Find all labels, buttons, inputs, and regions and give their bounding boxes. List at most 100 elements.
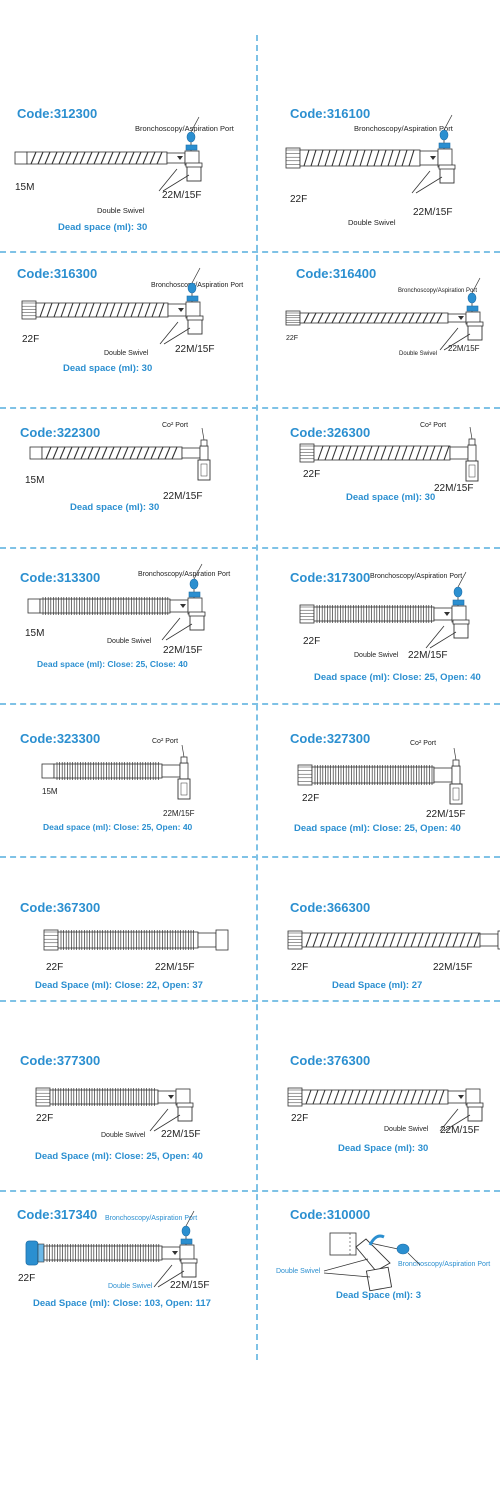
product-card: Code:322300 Co² Port 15M 22M/15F Dead sp… xyxy=(0,422,246,540)
port-label: Bronchoscopy/Aspiration Port xyxy=(151,282,244,289)
left-end-label: 22F xyxy=(303,469,321,480)
left-end-label: 22F xyxy=(18,1273,36,1284)
left-end-label: 22F xyxy=(46,962,64,973)
product-card: Code:316100 Bronchoscopy/Aspiration Port… xyxy=(258,106,500,246)
tube-drawing xyxy=(287,1087,484,1132)
left-end-label: 22F xyxy=(290,194,308,205)
product-code: Code:312300 xyxy=(17,106,98,121)
swivel-label: Double Swivel xyxy=(101,1132,146,1139)
port-label: Co² Port xyxy=(420,422,447,429)
row-divider xyxy=(0,407,500,409)
product-code: Code:367300 xyxy=(20,900,101,915)
product-card: Code:317300 Bronchoscopy/Aspiration Port… xyxy=(258,570,500,690)
port-label: Co² Port xyxy=(162,422,189,429)
product-card: Code:376300 22F 22M/15F Double Swivel De… xyxy=(258,1053,500,1183)
swivel-label: Double Swivel xyxy=(108,1283,153,1290)
dead-space: Dead space (ml): 30 xyxy=(58,222,148,233)
swivel-label: Double Swivel xyxy=(384,1126,429,1133)
dead-space: Dead Space (ml): Close: 25, Open: 40 xyxy=(35,1151,203,1162)
left-end-label: 15M xyxy=(25,628,45,639)
swivel-label: Double Swivel xyxy=(348,218,396,227)
tube-drawing xyxy=(299,571,470,649)
left-end-label: 22F xyxy=(303,636,321,647)
right-end-label: 22M/15F xyxy=(175,344,215,355)
left-end-label: 22F xyxy=(286,335,299,342)
dead-space: Dead space (ml): Close: 25, Open: 40 xyxy=(294,823,461,834)
product-card: Code:310000 Bronchoscopy/Aspiration Port… xyxy=(258,1207,500,1347)
product-card: Code:377300 22F 22M/15F Double Swivel De… xyxy=(0,1053,246,1183)
tube-drawing xyxy=(285,114,456,194)
port-label: Bronchoscopy/Aspiration Port xyxy=(398,288,478,294)
dead-space: Dead space (ml): Close: 25, Open: 40 xyxy=(314,672,481,683)
product-code: Code:316100 xyxy=(290,106,371,121)
product-card: Code:313300 Bronchoscopy/Aspiration Port… xyxy=(0,563,246,690)
port-label: Bronchoscopy/Aspiration Port xyxy=(398,1261,491,1268)
dead-space: Dead space (ml): Close: 25, Open: 40 xyxy=(43,822,193,832)
product-card: Code:316400 Bronchoscopy/Aspiration Port… xyxy=(258,266,500,396)
right-end-label: 22M/15F xyxy=(440,1125,480,1136)
right-end-label: 22M/15F xyxy=(408,650,448,661)
product-card: Code:317340 Bronchoscopy/Aspiration Port… xyxy=(0,1207,246,1347)
product-code: Code:316400 xyxy=(296,266,377,281)
product-card: Code:312300 Bronchoscopy/Aspiration Port… xyxy=(0,106,246,246)
product-card: Code:366300 22F 22M/15F Dead Space (ml):… xyxy=(258,900,500,995)
dead-space: Dead Space (ml): Close: 103, Open: 117 xyxy=(33,1298,211,1309)
product-code: Code:326300 xyxy=(290,425,371,440)
tube-drawing xyxy=(297,747,463,805)
product-code: Code:366300 xyxy=(290,900,371,915)
right-end-label: 22M/15F xyxy=(433,962,473,973)
left-end-label: 15M xyxy=(42,787,58,796)
port-label: Bronchoscopy/Aspiration Port xyxy=(370,573,463,580)
product-code: Code:377300 xyxy=(20,1053,101,1068)
dead-space: Dead space (ml): 30 xyxy=(70,502,160,513)
right-end-label: 22M/15F xyxy=(434,483,474,494)
tube-drawing xyxy=(29,427,211,481)
left-end-label: 22F xyxy=(291,1113,309,1124)
dead-space: Dead space (ml): 30 xyxy=(63,363,153,374)
right-end-label: 22M/15F xyxy=(163,491,203,502)
swivel-label: Double Swivel xyxy=(97,206,145,215)
port-label: Bronchoscopy/Aspiration Port xyxy=(135,124,234,133)
left-end-label: 22F xyxy=(36,1113,54,1124)
product-card: Code:327300 Co² Port 22F 22M/15F Dead sp… xyxy=(258,731,500,846)
row-divider xyxy=(0,1190,500,1192)
product-card: Code:316300 Bronchoscopy/Aspiration Port… xyxy=(0,266,246,396)
right-end-label: 22M/15F xyxy=(170,1280,210,1291)
left-end-label: 22F xyxy=(302,793,320,804)
dead-space: Dead Space (ml): 30 xyxy=(338,1143,429,1154)
right-end-label: 22M/15F xyxy=(426,809,466,820)
column-divider xyxy=(256,35,258,1360)
swivel-label: Double Swivel xyxy=(354,652,399,659)
left-end-label: 15M xyxy=(15,182,35,193)
row-divider xyxy=(0,703,500,705)
right-end-label: 22M/15F xyxy=(162,190,202,201)
product-code: Code:317300 xyxy=(290,570,371,585)
product-card: Code:326300 Co² Port 22F 22M/15F Dead sp… xyxy=(258,422,500,540)
row-divider xyxy=(0,251,500,253)
product-card: Code:323300 Co² Port 15M 22M/15F Dead sp… xyxy=(0,731,246,846)
product-code: Code:322300 xyxy=(20,425,101,440)
right-end-label: 22M/15F xyxy=(161,1129,201,1140)
tube-drawing xyxy=(35,1087,194,1132)
right-end-label: 22M/15F xyxy=(163,645,203,656)
left-end-label: 15M xyxy=(25,475,45,486)
dead-space: Dead Space (ml): Close: 22, Open: 37 xyxy=(35,980,203,991)
right-end-label: 22M/15F xyxy=(413,207,453,218)
left-end-label: 22F xyxy=(291,962,309,973)
product-code: Code:376300 xyxy=(290,1053,371,1068)
right-end-label: 22M/15F xyxy=(448,344,480,353)
tube-drawing xyxy=(14,116,203,192)
tube-drawing xyxy=(323,1232,421,1292)
tube-drawing xyxy=(27,563,206,641)
tube-drawing xyxy=(299,426,479,482)
product-code: Code:310000 xyxy=(290,1207,371,1222)
tube-drawing xyxy=(285,277,484,351)
dead-space: Dead space (ml): 30 xyxy=(346,492,436,503)
right-end-label: 22M/15F xyxy=(163,809,195,818)
row-divider xyxy=(0,1000,500,1002)
tube-drawing xyxy=(25,1210,198,1288)
dead-space: Dead Space (ml): 3 xyxy=(336,1290,421,1301)
port-label: Bronchoscopy/Aspiration Port xyxy=(354,124,453,133)
product-code: Code:323300 xyxy=(20,731,101,746)
swivel-label: Double Swivel xyxy=(399,351,438,357)
